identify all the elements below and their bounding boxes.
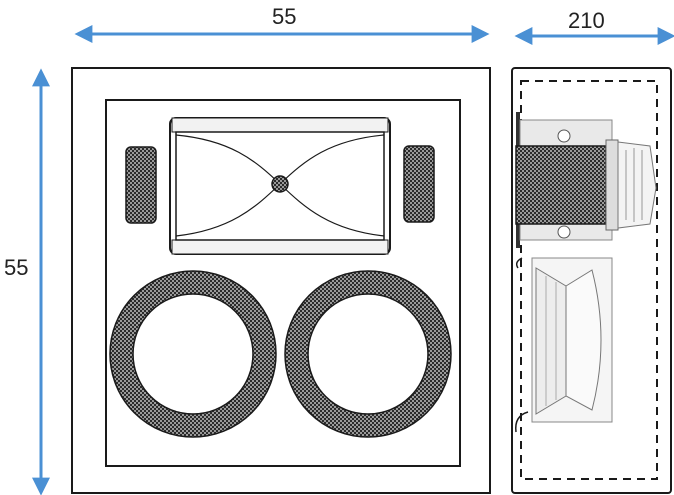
right-woofer: [284, 270, 452, 438]
side-view: [511, 67, 672, 494]
height-dimension-label: 55: [4, 255, 29, 280]
side-dashed-enclosure: [520, 80, 658, 480]
right-port-grille: [403, 145, 435, 223]
side-horn-driver: [515, 112, 657, 248]
front-view: [71, 67, 491, 494]
left-woofer: [109, 270, 277, 438]
horn-throat: [271, 175, 289, 193]
depth-dimension-label: 210: [568, 8, 605, 33]
horn-tweeter: [169, 117, 391, 255]
side-woofer: [515, 257, 613, 433]
width-dimension-label: 55: [272, 4, 297, 29]
left-port-grille: [125, 146, 157, 224]
